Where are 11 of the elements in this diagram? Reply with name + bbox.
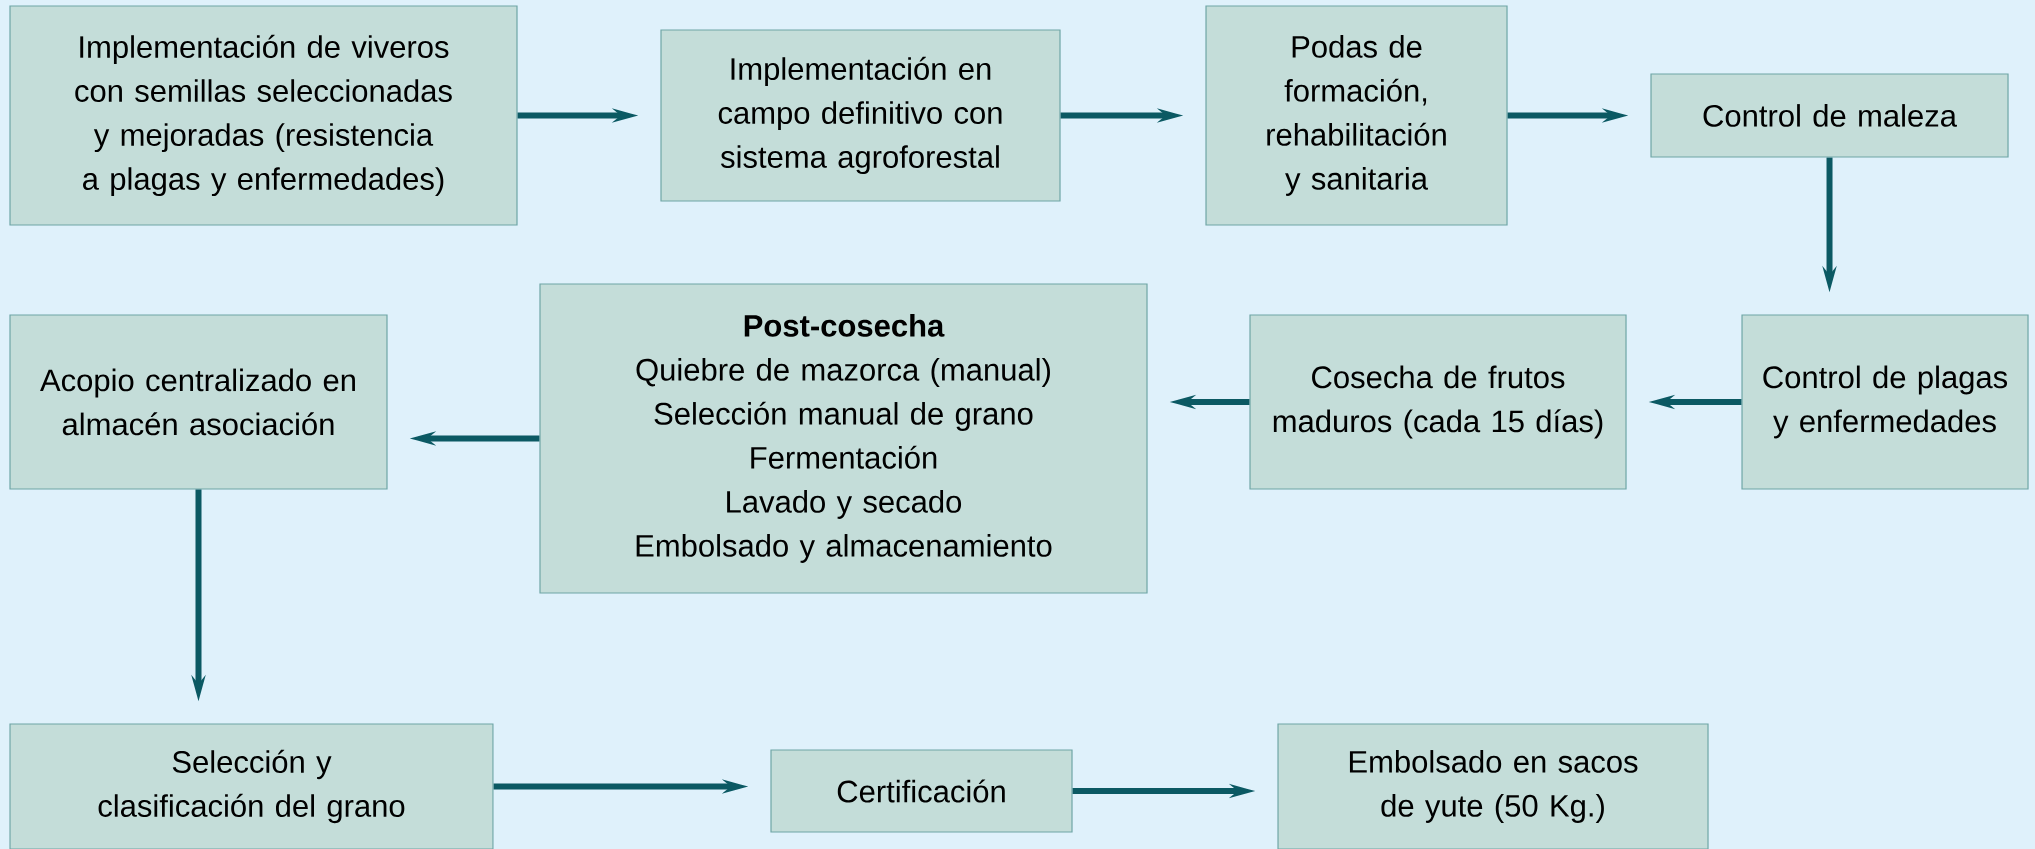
process-box: Acopio centralizado en almacén asociación — [9, 314, 388, 490]
process-box: Post-cosecha Quiebre de mazorca (manual) Selección manual de grano Fermentación Lavado y secado Embolsado y almacenamiento — [539, 283, 1148, 594]
process-box: Certificación — [770, 749, 1073, 833]
process-box: Cosecha de frutos maduros (cada 15 días) — [1249, 314, 1627, 490]
process-box: Embolsado en sacos de yute (50 Kg.) — [1277, 723, 1709, 849]
process-box: Implementación de viveros con semillas seleccionadas y mejoradas (resistencia a plagas y enfermedades) — [9, 5, 518, 226]
process-box: Podas de formación, rehabilitación y sanitaria — [1205, 5, 1508, 226]
process-box: Selección y clasificación del grano — [9, 723, 494, 849]
process-box: Implementación en campo definitivo con sistema agroforestal — [660, 29, 1061, 202]
process-box: Control de maleza — [1650, 73, 2009, 158]
process-box: Control de plagas y enfermedades — [1741, 314, 2029, 490]
